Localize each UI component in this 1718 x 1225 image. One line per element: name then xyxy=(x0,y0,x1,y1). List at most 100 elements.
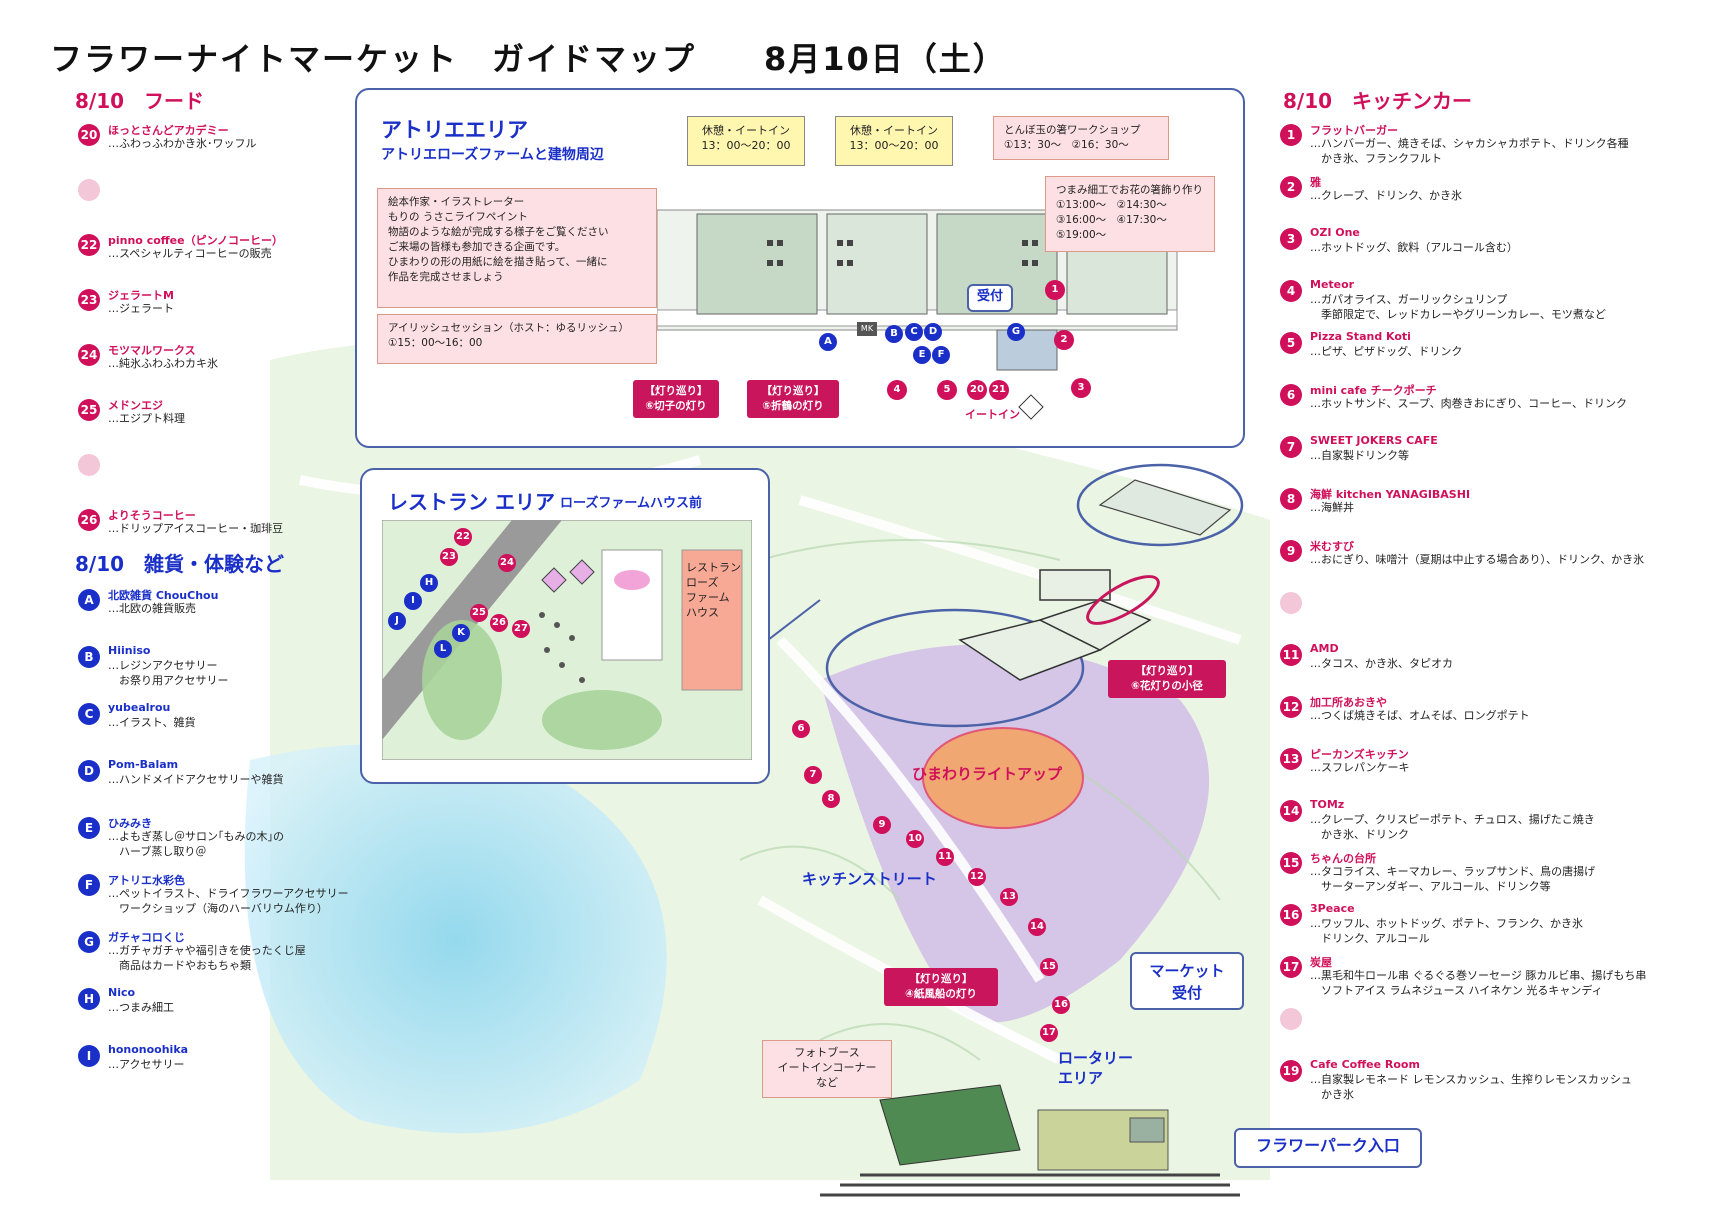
description-line: …レジンアクセサリー xyxy=(108,659,218,672)
number-badge xyxy=(78,454,100,476)
map-marker: 8 xyxy=(822,790,840,808)
number-badge: 1 xyxy=(1280,124,1302,146)
number-badge: 10 xyxy=(1280,592,1302,614)
item-name: ひみみき xyxy=(108,817,152,830)
number-badge: H xyxy=(78,988,100,1010)
item-name: pinno coffee（ピンノコーヒー） xyxy=(108,234,284,247)
number-badge: 14 xyxy=(1280,800,1302,822)
number-badge: 12 xyxy=(1280,696,1302,718)
description-line: …タコス、かき氷、タピオカ xyxy=(1310,657,1453,670)
item-description: …よもぎ蒸し＠サロン｢もみの木｣の ハーブ蒸し取り＠ xyxy=(108,829,284,859)
description-line: …ジェラート xyxy=(108,302,174,315)
item-name: 炭屋 xyxy=(1310,956,1332,969)
item-description: …純氷ふわふわカキ氷 xyxy=(108,356,218,371)
map-marker: I xyxy=(404,592,422,610)
item-name: ピーカンズキッチン xyxy=(1310,748,1409,761)
number-badge: 22 xyxy=(78,234,100,256)
map-marker: 26 xyxy=(490,614,508,632)
map-marker: K xyxy=(452,624,470,642)
map-marker: 5 xyxy=(937,380,957,400)
number-badge: 2 xyxy=(1280,176,1302,198)
map-marker: 10 xyxy=(906,830,924,848)
kitchen-heading: 8/10 キッチンカー xyxy=(1283,89,1473,113)
restaurant-area-panel: レストラン エリア ローズファームハウス前 レストラン ローズ ファーム ハウス… xyxy=(360,468,770,784)
item-name: ガチャコロくじ xyxy=(108,931,185,944)
tsumami-workshop-info: つまみ細工でお花の箸飾り作り ①13:00〜 ②14:30〜 ③16:00〜 ④… xyxy=(1045,176,1215,252)
map-marker: G xyxy=(1007,323,1025,341)
description-line: …スペシャルティコーヒーの販売 xyxy=(108,247,272,260)
sunflower-lightup-label: ひまわりライトアップ xyxy=(912,765,1063,783)
number-badge: B xyxy=(78,646,100,668)
number-badge: 7 xyxy=(1280,436,1302,458)
item-description: …自家製ドリンク等 xyxy=(1310,448,1409,463)
map-marker: 17 xyxy=(1040,1024,1058,1042)
irish-session-info: アイリッシュセッション（ホスト：ゆるリッシュ） ①15：00〜16：00 xyxy=(377,314,657,364)
item-description: …ホットサンド、スープ、肉巻きおにぎり、コーヒー、ドリンク xyxy=(1310,396,1627,411)
restaurant-subtitle: ローズファームハウス前 xyxy=(560,496,702,511)
atelier-subtitle: アトリエローズファームと建物周辺 xyxy=(381,147,604,163)
purple-field xyxy=(820,644,1210,1023)
item-description: …イラスト、雑貨 xyxy=(108,715,196,730)
map-marker: 1 xyxy=(1045,280,1065,300)
description-line: …ガチャガチャや福引きを使ったくじ屋 xyxy=(108,944,306,957)
item-description: …クレープ、クリスピーポテト、チュロス、揚げたこ焼き かき氷、ドリンク xyxy=(1310,812,1595,842)
item-description: …ジェラート xyxy=(108,301,174,316)
map-marker: 25 xyxy=(470,604,488,622)
item-description: …おにぎり、味噌汁（夏期は中止する場合あり）、ドリンク、かき氷 xyxy=(1310,552,1644,567)
item-description: …ハンドメイドアクセサリーや雑貨 xyxy=(108,772,283,787)
number-badge: 9 xyxy=(1280,540,1302,562)
item-name: 米むすび xyxy=(1310,540,1354,553)
lantern-tag-hanaakari: 【灯り巡り】 ⑥花灯りの小径 xyxy=(1108,660,1226,698)
description-line: …エジプト料理 xyxy=(108,412,185,425)
description-line: …アクセサリー xyxy=(108,1058,185,1071)
number-badge: F xyxy=(78,874,100,896)
map-marker: 7 xyxy=(804,766,822,784)
description-line: …ピザ、ピザドッグ、ドリンク xyxy=(1310,345,1463,358)
item-name: Hiiniso xyxy=(108,644,151,657)
restaurant-area-ring xyxy=(825,608,1085,728)
item-description: …ペットイラスト、ドライフラワーアクセサリー ワークショップ（海のハーバリウム作… xyxy=(108,886,349,916)
item-description: …黒毛和牛ロール串 ぐるぐる巻ソーセージ 豚カルビ串、揚げもち串 ソフトアイス … xyxy=(1310,968,1646,998)
greenhouse-building xyxy=(958,569,1152,681)
lantern-tag-kiriko: 【灯り巡り】 ⑥切子の灯り xyxy=(633,380,719,418)
description-line: 季節限定で、レッドカレーやグリーンカレー、モツ煮など xyxy=(1310,308,1606,321)
number-badge: 18 xyxy=(1280,1008,1302,1030)
page-title: フラワーナイトマーケット ガイドマップ 8月10日（土） xyxy=(50,40,1007,78)
number-badge: G xyxy=(78,931,100,953)
market-reception-callout: マーケット 受付 xyxy=(1130,952,1244,1010)
description-line: …自家製ドリンク等 xyxy=(1310,449,1409,462)
description-line: ハーブ蒸し取り＠ xyxy=(108,845,207,858)
item-description: …つまみ細工 xyxy=(108,1000,174,1015)
description-line: …クレープ、ドリンク、かき氷 xyxy=(1310,189,1463,202)
map-marker: 2 xyxy=(1054,330,1074,350)
description-line: …黒毛和牛ロール串 ぐるぐる巻ソーセージ 豚カルビ串、揚げもち串 xyxy=(1310,969,1647,982)
map-marker: 6 xyxy=(792,720,810,738)
description-line: お祭り用アクセサリー xyxy=(108,674,229,687)
description-line: …ドリップアイスコーヒー・珈琲豆 xyxy=(108,522,284,535)
number-badge: 16 xyxy=(1280,904,1302,926)
map-marker: 4 xyxy=(887,380,907,400)
description-line: サーターアンダギー、アルコール、ドリンク等 xyxy=(1310,880,1551,893)
item-name: よりそうコーヒー xyxy=(108,509,196,522)
number-badge: 4 xyxy=(1280,280,1302,302)
item-description: …北欧の雑貨販売 xyxy=(108,601,196,616)
item-description: …ワッフル、ホットドッグ、ポテト、フランク、かき氷 ドリンク、アルコール xyxy=(1310,916,1583,946)
number-badge: E xyxy=(78,817,100,839)
map-marker: E xyxy=(913,346,931,364)
description-line: かき氷 xyxy=(1310,1088,1354,1101)
atelier-area-panel: アトリエエリア アトリエローズファームと建物周辺 休憩・イートイン 13：00〜… xyxy=(355,88,1245,448)
map-marker: 15 xyxy=(1040,958,1058,976)
atelier-area-ring xyxy=(1076,463,1244,547)
map-marker: 23 xyxy=(440,548,458,566)
item-name: 北欧雑貨 ChouChou xyxy=(108,589,219,602)
picture-book-artist-info: 絵本作家・イラストレーター もりの うさこライフペイント 物語のような絵が完成す… xyxy=(377,188,657,308)
description-line: …ハンドメイドアクセサリーや雑貨 xyxy=(108,773,284,786)
map-marker: 22 xyxy=(454,528,472,546)
item-name: Meteor xyxy=(1310,278,1355,291)
item-description: …ピザ、ピザドッグ、ドリンク xyxy=(1310,344,1462,359)
item-description: …ホットドッグ、飲料（アルコール含む） xyxy=(1310,240,1518,255)
description-line: …ワッフル、ホットドッグ、ポテト、フランク、かき氷 xyxy=(1310,917,1584,930)
item-description: …つくば焼きそば、オムそば、ロングポテト xyxy=(1310,708,1530,723)
map-marker: 16 xyxy=(1052,996,1070,1014)
map-marker: L xyxy=(434,640,452,658)
